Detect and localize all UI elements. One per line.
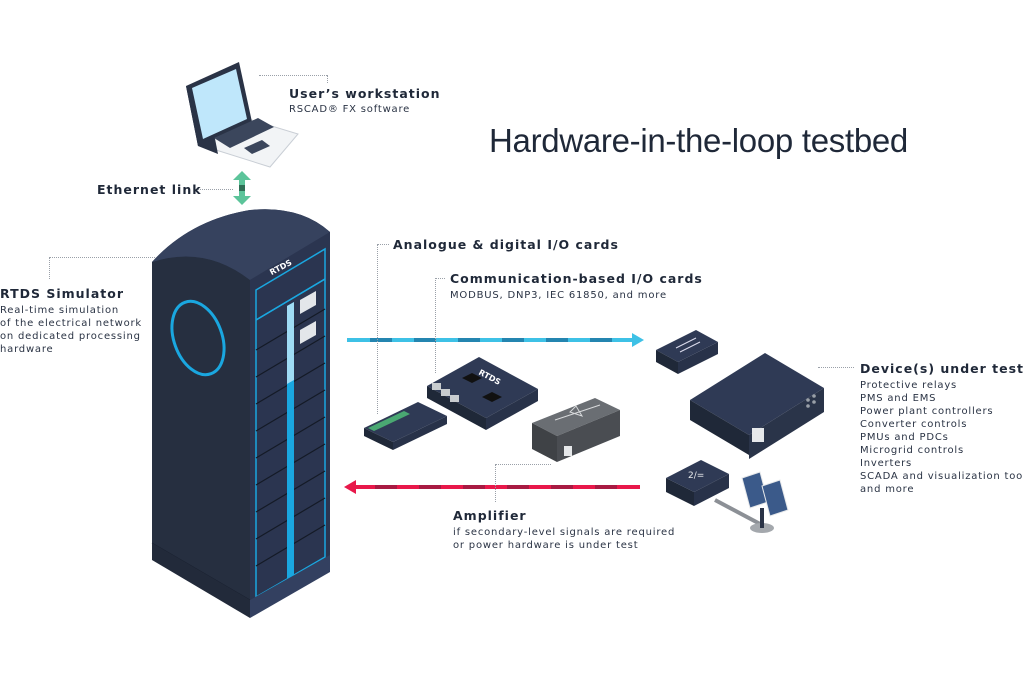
- workstation-label: User’s workstation RSCAD® FX software: [289, 86, 441, 116]
- analogue-leader: [377, 244, 389, 245]
- simulator-heading: RTDS Simulator: [0, 286, 124, 301]
- workstation-leader-v: [327, 75, 328, 83]
- analogue-io-heading: Analogue & digital I/O cards: [393, 237, 619, 252]
- comm-leader: [435, 278, 445, 279]
- inverter-icon: 2/=: [666, 460, 763, 527]
- dut-item: Inverters: [860, 458, 913, 469]
- rack-controller-icon: [690, 353, 824, 459]
- amplifier-icon: [532, 398, 620, 462]
- analogue-leader-v: [377, 244, 378, 414]
- amplifier-leader-v: [495, 464, 496, 502]
- solar-panel-icon: [741, 471, 789, 533]
- amplifier-heading: Amplifier: [453, 508, 527, 523]
- amplifier-label: Amplifier if secondary-level signals are…: [453, 508, 675, 552]
- simulator-line: of the electrical network: [0, 318, 142, 329]
- dut-item: Protective relays: [860, 380, 958, 391]
- amplifier-line: or power hardware is under test: [453, 540, 639, 551]
- simulator-leader: [49, 257, 155, 258]
- laptop-icon: [186, 62, 299, 168]
- dut-heading: Device(s) under test: [860, 361, 1024, 376]
- comm-io-label: Communication-based I/O cards MODBUS, DN…: [450, 271, 703, 302]
- rack-cabinet-icon: [151, 209, 330, 618]
- workstation-leader: [259, 75, 327, 76]
- workstation-heading: User’s workstation: [289, 86, 441, 101]
- dut-item: Converter controls: [860, 419, 968, 430]
- dut-item: Microgrid controls: [860, 445, 964, 456]
- dut-leader: [818, 367, 854, 368]
- network-card-icon: RTDS: [427, 357, 538, 430]
- amplifier-leader: [495, 464, 551, 465]
- ethernet-arrow-icon: [233, 171, 251, 205]
- signal-out-arrow: [347, 333, 644, 347]
- simulator-label: RTDS Simulator Real-time simulation of t…: [0, 286, 142, 356]
- dut-item: PMUs and PDCs: [860, 432, 949, 443]
- page-title: Hardware-in-the-loop testbed: [489, 122, 908, 159]
- dut-list: Protective relays PMS and EMS Power plan…: [860, 379, 1024, 496]
- dut-item: SCADA and visualization tools: [860, 471, 1024, 482]
- comm-leader-v: [435, 278, 436, 373]
- amplifier-line: if secondary-level signals are required: [453, 527, 676, 538]
- simulator-line: Real-time simulation: [0, 305, 120, 316]
- simulator-line: hardware: [0, 344, 54, 355]
- dut-item: Power plant controllers: [860, 406, 994, 417]
- terminal-card-icon: RTDS: [364, 400, 447, 450]
- simulator-leader-v: [49, 257, 50, 279]
- comm-io-subtitle: MODBUS, DNP3, IEC 61850, and more: [450, 290, 667, 301]
- dut-label: Device(s) under test Protective relays P…: [860, 361, 1024, 496]
- ethernet-leader: [198, 189, 233, 190]
- comm-io-heading: Communication-based I/O cards: [450, 271, 703, 286]
- dut-item: PMS and EMS: [860, 393, 937, 404]
- simulator-line: on dedicated processing: [0, 331, 141, 342]
- relay-box-icon: [656, 330, 718, 374]
- ethernet-label: Ethernet link: [97, 182, 202, 197]
- signal-in-arrow: [344, 480, 640, 494]
- svg-text:2/=: 2/=: [688, 471, 704, 481]
- dut-item: and more: [860, 484, 915, 495]
- workstation-subtitle: RSCAD® FX software: [289, 104, 411, 115]
